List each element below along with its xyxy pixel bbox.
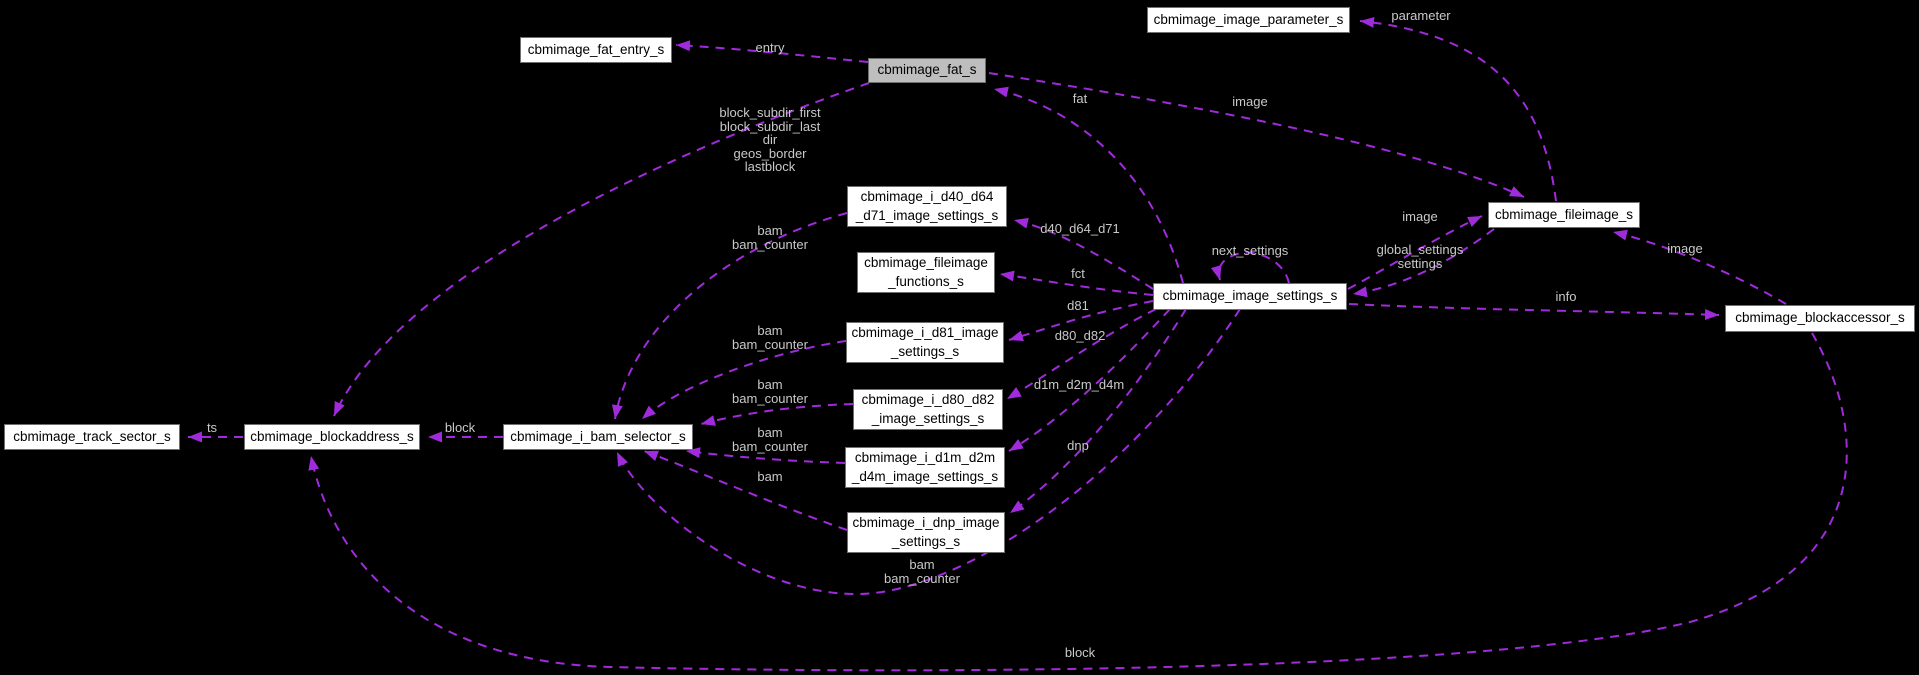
node-cbmimage-fileimage-s[interactable]: cbmimage_fileimage_s xyxy=(1488,202,1640,228)
edge-image-blockaccessor-fileimage xyxy=(1612,229,1787,305)
edge-label-bam-dnp: bam xyxy=(757,469,783,484)
edge-fct xyxy=(999,270,1154,296)
edge-label-fat-members: block_subdir_first block_subdir_last dir… xyxy=(719,105,821,174)
edge-label-d80-d82: d80_d82 xyxy=(1054,328,1106,343)
edge-image-settings-fileimage xyxy=(1347,215,1483,290)
edge-dnp xyxy=(1009,308,1187,514)
edge-block-bottom xyxy=(308,332,1848,672)
edge-bam-d40 xyxy=(611,212,848,420)
node-cbmimage-i-d81-image-settings-s[interactable]: cbmimage_i_d81_image _settings_s xyxy=(846,322,1004,363)
edge-label-fat: fat xyxy=(1072,91,1088,106)
edge-global-settings xyxy=(1352,228,1495,298)
node-cbmimage-track-sector-s[interactable]: cbmimage_track_sector_s xyxy=(4,424,180,450)
edge-d1m-d2m-d4m xyxy=(1008,308,1171,452)
edge-label-block-bottom: block xyxy=(1064,645,1096,660)
edge-label-ts: ts xyxy=(206,420,218,435)
edge-label-dnp: dnp xyxy=(1067,438,1089,453)
edge-next-settings-loop xyxy=(1210,251,1290,284)
edge-label-image-to-fileimage: image xyxy=(1402,209,1438,224)
edge-fat xyxy=(993,86,1184,284)
edge-label-bam-d81: bam bam_counter xyxy=(732,323,808,352)
edge-d80-d82 xyxy=(1006,308,1157,400)
node-cbmimage-i-d1m-d2m-d4m-image-settings-s[interactable]: cbmimage_i_d1m_d2m _d4m_image_settings_s xyxy=(845,447,1005,488)
edge-parameter xyxy=(1359,16,1557,202)
edge-bam-d80 xyxy=(700,403,854,426)
node-cbmimage-fat-s[interactable]: cbmimage_fat_s xyxy=(868,58,986,83)
node-cbmimage-image-settings-s[interactable]: cbmimage_image_settings_s xyxy=(1153,283,1347,310)
edge-fat-members xyxy=(333,82,870,417)
edge-label-next-settings: next_settings xyxy=(1211,243,1289,258)
edge-label-bam-d40: bam bam_counter xyxy=(732,223,808,252)
edge-label-d40-d64-d71: d40_d64_d71 xyxy=(1040,221,1120,236)
edge-bam-settings xyxy=(616,308,1241,596)
edge-bam-d1m xyxy=(685,447,846,464)
node-cbmimage-blockaccessor-s[interactable]: cbmimage_blockaccessor_s xyxy=(1725,305,1915,332)
edge-bam-dnp xyxy=(643,450,848,531)
edge-label-bam-settings: bam bam_counter xyxy=(884,557,960,586)
node-cbmimage-i-dnp-image-settings-s[interactable]: cbmimage_i_dnp_image _settings_s xyxy=(847,512,1005,553)
edge-label-d1m-d2m-d4m: d1m_d2m_d4m xyxy=(1033,377,1125,392)
edge-entry xyxy=(675,40,869,63)
edge-info xyxy=(1348,303,1720,321)
edge-bam-d81 xyxy=(641,340,847,420)
edge-d81 xyxy=(1008,300,1154,342)
edge-image-fat-fileimage xyxy=(988,72,1525,198)
node-cbmimage-i-d80-d82-image-settings-s[interactable]: cbmimage_i_d80_d82 _image_settings_s xyxy=(853,389,1003,430)
node-cbmimage-i-bam-selector-s[interactable]: cbmimage_i_bam_selector_s xyxy=(503,424,693,450)
node-cbmimage-fat-entry-s[interactable]: cbmimage_fat_entry_s xyxy=(520,37,672,63)
node-cbmimage-blockaddress-s[interactable]: cbmimage_blockaddress_s xyxy=(244,424,420,450)
edge-label-image-from-blockaccessor: image xyxy=(1667,241,1703,256)
node-cbmimage-fileimage-functions-s[interactable]: cbmimage_fileimage _functions_s xyxy=(857,252,995,293)
edge-label-entry: entry xyxy=(755,40,785,55)
edge-label-global-settings: global_settings settings xyxy=(1376,242,1464,271)
node-cbmimage-image-parameter-s[interactable]: cbmimage_image_parameter_s xyxy=(1147,7,1350,33)
edge-label-bam-d1m: bam bam_counter xyxy=(732,425,808,454)
edge-label-image-from-fat: image xyxy=(1232,94,1268,109)
node-cbmimage-i-d40-d64-d71-image-settings-s[interactable]: cbmimage_i_d40_d64 _d71_image_settings_s xyxy=(847,186,1007,227)
edge-label-parameter: parameter xyxy=(1391,8,1451,23)
edge-label-info: info xyxy=(1555,289,1577,304)
edge-label-block: block xyxy=(444,420,476,435)
edge-label-fct: fct xyxy=(1071,266,1085,281)
edge-label-bam-d80: bam bam_counter xyxy=(732,377,808,406)
edge-label-d81: d81 xyxy=(1067,298,1089,313)
